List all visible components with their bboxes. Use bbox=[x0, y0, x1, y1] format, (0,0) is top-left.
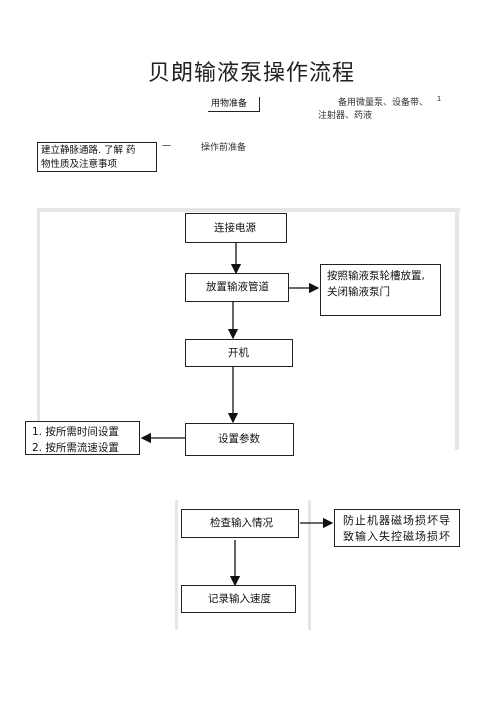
param-option-flow: 2. 按所需流速设置 bbox=[32, 442, 119, 454]
step-place-tubing-note-line2: 关闭输液泵门 bbox=[327, 286, 390, 298]
dash-mark: 一 bbox=[162, 142, 172, 152]
supplies-prep-label: 用物准备 bbox=[211, 98, 248, 109]
iv-access-box: 建立静脉通路. 了解 药 物性质及注意事项 bbox=[37, 142, 157, 172]
step-place-tubing-label: 放置输液管道 bbox=[206, 281, 269, 293]
step-set-params-label: 设置参数 bbox=[218, 433, 260, 445]
supplies-note: 备用微量泵、设备带、 1 注射器、药液 bbox=[318, 93, 488, 123]
step-connect-power: 连接电源 bbox=[185, 213, 287, 243]
footnote-marker: 1 bbox=[436, 95, 442, 103]
magnetic-warning-line2: 致输入失控磁场损坏 bbox=[343, 530, 451, 543]
step-record-speed: 记录输入速度 bbox=[181, 585, 296, 613]
magnetic-warning-box: 防止机器磁场损坏导 致输入失控磁场损坏 bbox=[334, 509, 460, 547]
step-set-params: 设置参数 bbox=[185, 423, 294, 456]
param-option-time: 1. 按所需时间设置 bbox=[32, 426, 119, 438]
param-options-box: 1. 按所需时间设置 2. 按所需流速设置 bbox=[25, 421, 140, 455]
bg-fragment bbox=[37, 212, 40, 442]
bg-fragment bbox=[175, 500, 178, 630]
step-power-on: 开机 bbox=[185, 339, 293, 367]
step-power-on-label: 开机 bbox=[228, 346, 249, 359]
supplies-note-line1: 备用微量泵、设备带、 bbox=[338, 98, 429, 108]
bg-fragment bbox=[37, 208, 460, 212]
page-title: 贝朗输液泵操作流程 bbox=[147, 61, 355, 86]
magnetic-warning-line1: 防止机器磁场损坏导 bbox=[343, 514, 451, 527]
step-check-input: 检查输入情况 bbox=[181, 509, 299, 538]
supplies-note-line2: 注射器、药液 bbox=[318, 111, 373, 121]
step-connect-power-label: 连接电源 bbox=[214, 221, 256, 234]
step-record-speed-label: 记录输入速度 bbox=[208, 592, 271, 605]
step-place-tubing-note-line1: 按照输液泵轮槽放置, bbox=[327, 270, 425, 282]
iv-access-line2: 物性质及注意事项 bbox=[41, 159, 118, 170]
step-place-tubing-note: 按照输液泵轮槽放置, 关闭输液泵门 bbox=[320, 264, 441, 316]
bg-fragment bbox=[455, 212, 459, 450]
pre-operation-label: 操作前准备 bbox=[201, 143, 247, 153]
step-place-tubing: 放置输液管道 bbox=[185, 273, 289, 302]
bg-fragment bbox=[308, 500, 311, 630]
step-check-input-label: 检查输入情况 bbox=[210, 517, 273, 529]
iv-access-line1: 建立静脉通路. 了解 药 bbox=[41, 145, 136, 156]
supplies-prep-box: 用物准备 bbox=[208, 97, 260, 112]
